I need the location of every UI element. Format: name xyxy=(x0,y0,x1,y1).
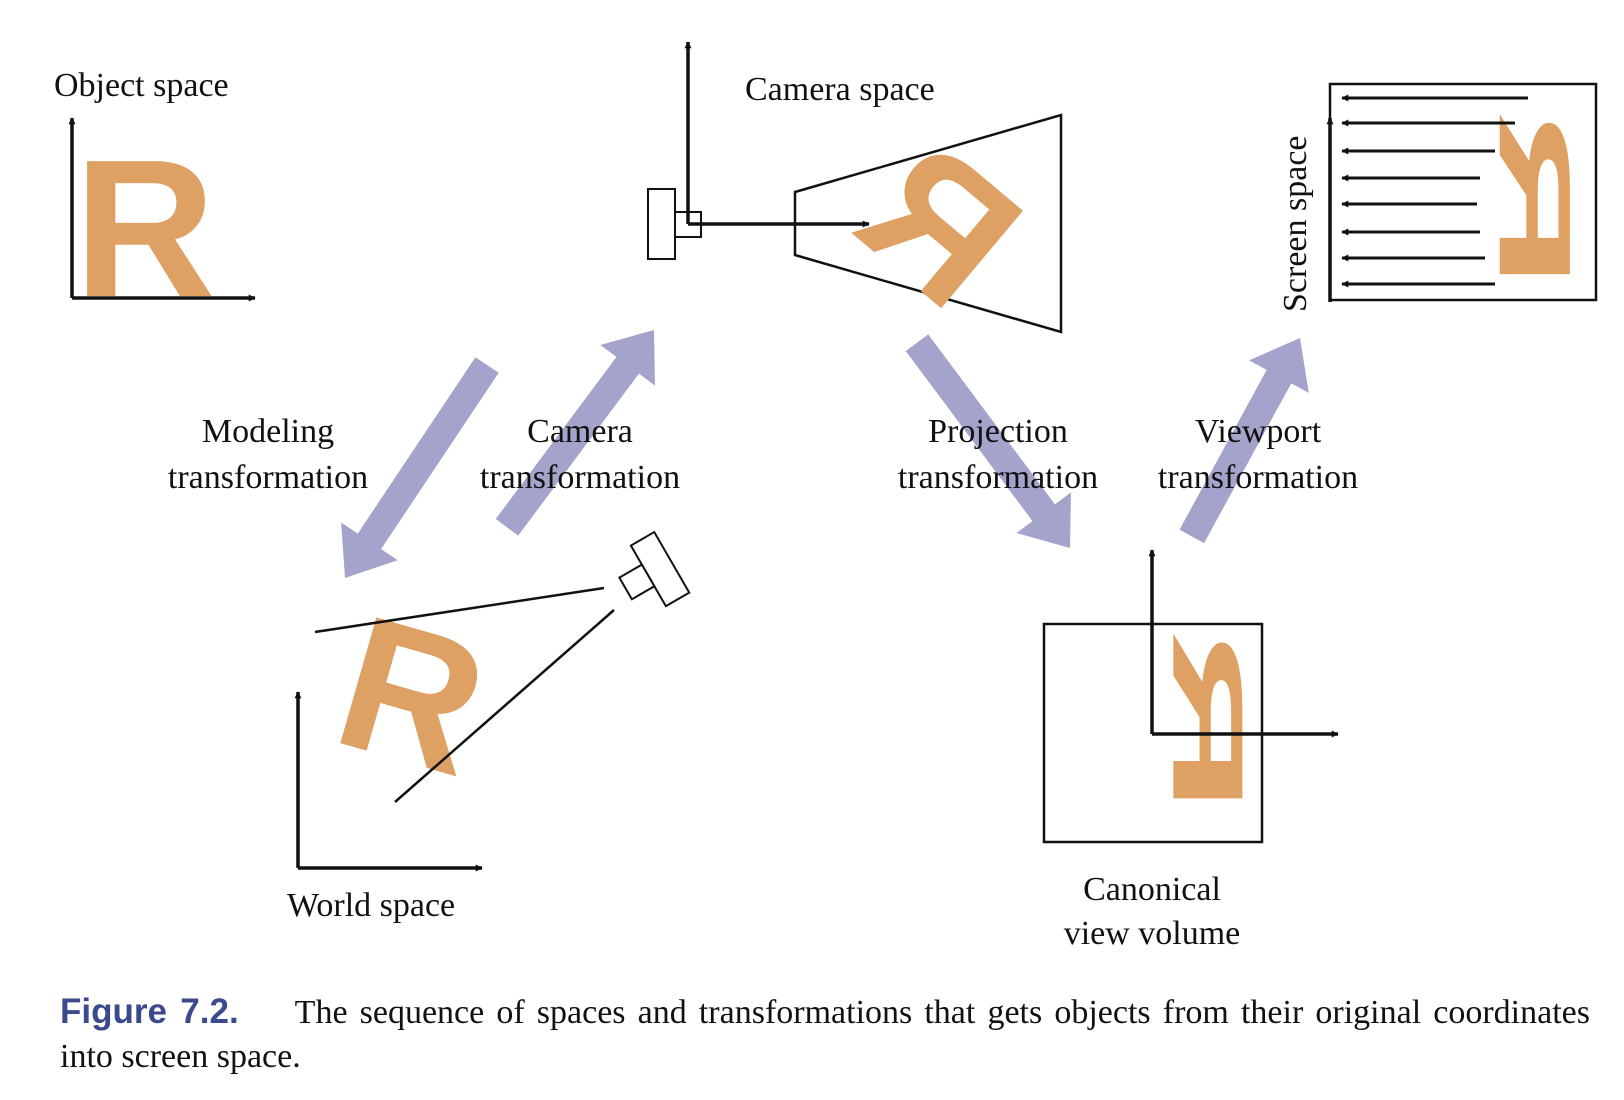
canonical-label-line1: Canonical xyxy=(1083,871,1221,908)
projection-label-line2: transformation xyxy=(898,459,1098,496)
viewport-transform-arrow xyxy=(1179,338,1309,544)
modeling-transform-arrow xyxy=(341,357,499,578)
viewport-label-line1: Viewport xyxy=(1195,413,1322,450)
world-space-axes xyxy=(294,691,483,872)
canonical-axes xyxy=(1148,549,1339,738)
camera-transform-label-line1: Camera xyxy=(527,413,633,450)
camera-space-axes xyxy=(684,41,870,228)
screen-space-label: Screen space xyxy=(1277,135,1314,312)
canonical-label-line2: view volume xyxy=(1064,915,1241,952)
letter-r-canonical: R xyxy=(1152,628,1264,815)
transform-arrows xyxy=(341,330,1309,578)
camera-space-label: Camera space xyxy=(745,71,935,108)
letter-r-screen: R xyxy=(1478,109,1592,291)
camera-space-panel: Camera space R xyxy=(647,41,1063,347)
camera-transform-arrow xyxy=(495,330,655,536)
world-space-label: World space xyxy=(287,887,455,924)
projection-label-line1: Projection xyxy=(928,413,1068,450)
world-camera-icon xyxy=(617,530,691,608)
projection-transform-arrow xyxy=(905,334,1071,548)
screen-space-panel: R Screen space xyxy=(1277,82,1598,312)
object-space-label: Object space xyxy=(54,67,229,104)
object-space-panel: Object space R xyxy=(54,67,256,338)
viewport-label-line2: transformation xyxy=(1158,459,1358,496)
letter-r-object: R xyxy=(74,119,216,338)
world-view-lines xyxy=(314,586,615,803)
transform-labels: Modeling transformation Camera transform… xyxy=(168,413,1358,496)
modeling-label-line2: transformation xyxy=(168,459,368,496)
caption-text: The sequence of spaces and transformatio… xyxy=(60,994,1590,1075)
object-space-axes xyxy=(68,117,256,302)
camera-transform-label-line2: transformation xyxy=(480,459,680,496)
figure-number: Figure 7.2. xyxy=(60,992,239,1031)
figure-caption: Figure 7.2.The sequence of spaces and tr… xyxy=(60,990,1590,1079)
letter-r-world: R xyxy=(317,575,507,817)
canonical-view-volume-panel: R Canonical view volume xyxy=(1042,549,1339,952)
scanline-arrows xyxy=(1341,94,1528,288)
view-frustum xyxy=(793,113,1063,334)
modeling-label-line1: Modeling xyxy=(202,413,334,450)
world-space-panel: R World space xyxy=(287,530,691,924)
